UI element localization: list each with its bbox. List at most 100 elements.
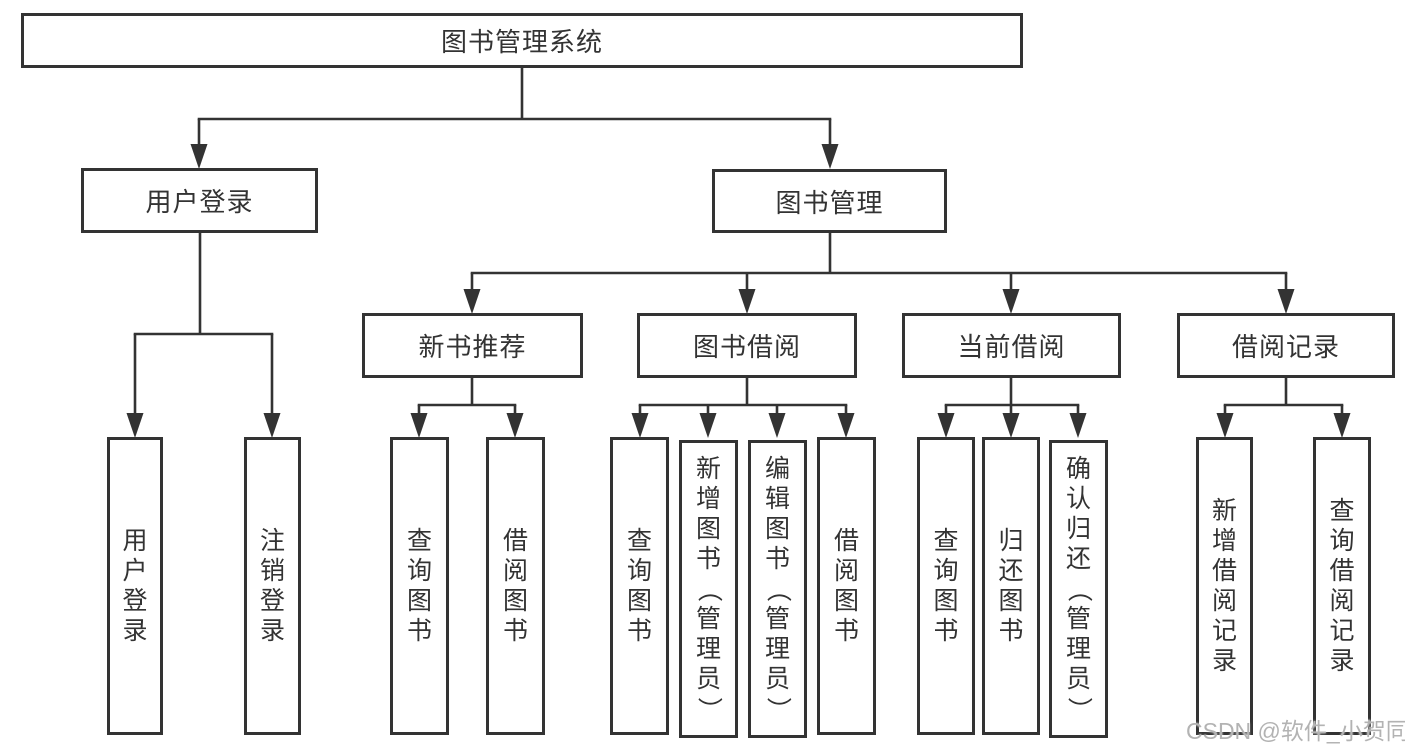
leaf-char: ） xyxy=(1065,696,1093,722)
arrowhead-icon xyxy=(837,413,855,438)
leaf-char: 书 xyxy=(627,616,653,645)
arrowhead-icon xyxy=(1002,413,1020,438)
leaf-char: 图 xyxy=(998,586,1024,615)
arrowhead-icon xyxy=(463,289,481,314)
leaf-char: 查 xyxy=(407,526,433,555)
leaf-char: 注 xyxy=(260,526,286,555)
leaf-char: 图 xyxy=(834,586,860,615)
arrowhead-icon xyxy=(937,413,955,438)
leaf-char: 借 xyxy=(1329,556,1355,585)
leaf-char: 理 xyxy=(1066,634,1092,663)
arrowhead-icon xyxy=(1216,413,1234,438)
node-borrow-2: 新增图书（管理员） xyxy=(679,440,738,738)
arrowhead-icon xyxy=(699,413,717,438)
arrowhead-icon xyxy=(738,289,756,314)
leaf-char: 员 xyxy=(765,664,791,693)
arrowhead-icon xyxy=(1277,289,1295,314)
leaf-char: 辑 xyxy=(765,484,791,513)
watermark: CSDN @软件_小贺同学 xyxy=(1186,718,1405,744)
leaf-char: 编 xyxy=(765,454,791,483)
leaf-char: 阅 xyxy=(1212,586,1238,615)
leaf-char: 销 xyxy=(260,556,286,585)
node-history-2: 查询借阅记录 xyxy=(1313,437,1371,735)
leaf-char: 图 xyxy=(933,586,959,615)
leaf-char: 还 xyxy=(998,556,1024,585)
node-history: 借阅记录 xyxy=(1177,313,1395,378)
node-label: 借阅记录 xyxy=(1231,332,1340,362)
leaf-char: 增 xyxy=(696,484,722,513)
leaf-char: 查 xyxy=(627,526,653,555)
leaf-char: 录 xyxy=(1329,646,1355,675)
node-login: 用户登录 xyxy=(81,168,318,233)
node-rec-2: 借阅图书 xyxy=(486,437,545,735)
leaf-char: 图 xyxy=(503,586,529,615)
leaf-char: 记 xyxy=(1212,616,1238,645)
arrowhead-icon xyxy=(768,413,786,438)
arrowhead-icon xyxy=(190,144,208,169)
leaf-char: 图 xyxy=(696,514,722,543)
leaf-char: 员 xyxy=(696,664,722,693)
node-rec: 新书推荐 xyxy=(362,313,583,378)
leaf-char: 还 xyxy=(1066,544,1092,573)
leaf-char: 图 xyxy=(627,586,653,615)
node-borrow-3: 编辑图书（管理员） xyxy=(748,440,807,738)
node-current-3: 确认归还（管理员） xyxy=(1049,440,1108,738)
node-borrow-4: 借阅图书 xyxy=(817,437,876,735)
leaf-char: 理 xyxy=(696,634,722,663)
leaf-char: 询 xyxy=(627,556,653,585)
node-label: 用户登录 xyxy=(145,187,254,217)
arrowhead-icon xyxy=(1333,413,1351,438)
node-rec-1: 查询图书 xyxy=(390,437,449,735)
arrowhead-icon xyxy=(410,413,428,438)
node-label: 图书管理系统 xyxy=(440,27,603,57)
arrowhead-icon xyxy=(631,413,649,438)
leaf-char: （ xyxy=(764,576,792,602)
arrowhead-icon xyxy=(506,413,524,438)
leaf-char: 归 xyxy=(998,526,1024,555)
leaf-char: 阅 xyxy=(503,556,529,585)
leaf-char: 图 xyxy=(407,586,433,615)
leaf-char: 查 xyxy=(1329,496,1355,525)
leaf-char: 用 xyxy=(122,526,148,555)
leaf-char: 阅 xyxy=(834,556,860,585)
leaf-char: 书 xyxy=(998,616,1024,645)
leaf-char: 询 xyxy=(933,556,959,585)
node-label: 图书借阅 xyxy=(692,332,801,362)
leaf-char: 录 xyxy=(122,616,148,645)
leaf-char: ） xyxy=(695,696,723,722)
leaf-char: 归 xyxy=(1066,514,1092,543)
arrowhead-icon xyxy=(126,413,144,438)
node-label: 图书管理 xyxy=(775,187,884,218)
leaf-char: 新 xyxy=(1212,496,1238,525)
leaf-char: 询 xyxy=(407,556,433,585)
leaf-char: 理 xyxy=(765,634,791,663)
leaf-char: 书 xyxy=(834,616,860,645)
leaf-char: 书 xyxy=(503,616,529,645)
leaf-char: （ xyxy=(1065,576,1093,602)
leaf-char: 录 xyxy=(1212,646,1238,675)
leaf-char: 书 xyxy=(407,616,433,645)
arrowhead-icon xyxy=(821,144,839,169)
node-login-2: 注销登录 xyxy=(244,437,301,735)
leaf-char: ） xyxy=(764,696,792,722)
node-current: 当前借阅 xyxy=(902,313,1121,378)
leaf-char: （ xyxy=(695,576,723,602)
node-label: 当前借阅 xyxy=(957,332,1066,362)
leaf-char: 户 xyxy=(122,556,148,585)
leaf-char: 管 xyxy=(1066,604,1092,633)
leaf-char: 管 xyxy=(696,604,722,633)
leaf-char: 借 xyxy=(834,526,860,555)
leaf-char: 阅 xyxy=(1329,586,1355,615)
node-current-2: 归还图书 xyxy=(982,437,1040,735)
leaf-char: 登 xyxy=(122,586,148,615)
leaf-char: 录 xyxy=(260,616,286,645)
leaf-char: 管 xyxy=(765,604,791,633)
leaf-char: 查 xyxy=(933,526,959,555)
leaf-char: 借 xyxy=(503,526,529,555)
node-label: 新书推荐 xyxy=(418,332,527,362)
arrowhead-icon xyxy=(1069,413,1087,438)
leaf-char: 询 xyxy=(1329,526,1355,555)
node-login-1: 用户登录 xyxy=(107,437,163,735)
